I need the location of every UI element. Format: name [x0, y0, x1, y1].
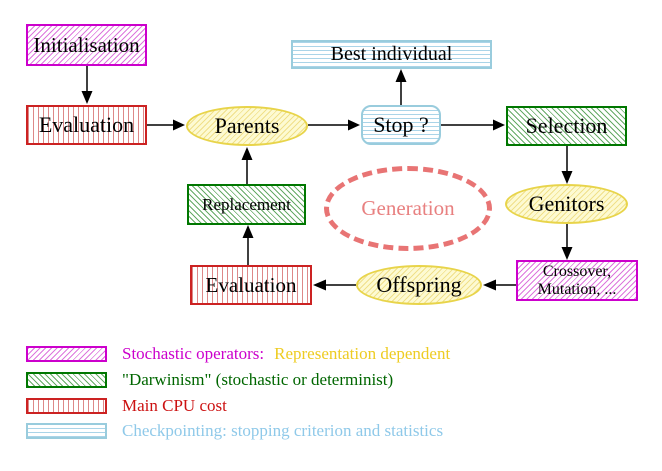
node-evaluation-top: Evaluation: [26, 105, 147, 145]
legend-item-main-cpu-cost: Main CPU cost: [26, 396, 227, 415]
legend-label-darwinism: "Darwinism" (stochastic or determinist): [122, 370, 394, 389]
legend-item-stochastic-operators: Stochastic operators: Representation dep…: [26, 344, 451, 363]
arrowhead-icon: [313, 279, 326, 291]
arrow-evaluation-to-parents: [147, 119, 185, 131]
node-initialisation: Initialisation: [26, 24, 147, 66]
arrow-genitors-to-crossover: [561, 224, 573, 260]
arrow-stop-to-selection: [441, 119, 505, 131]
arrowhead-icon: [561, 247, 573, 260]
legend-label-stochastic-operators: Stochastic operators:: [122, 344, 265, 363]
node-evaluation-bottom-label: Evaluation: [205, 272, 297, 297]
arrow-replacement-to-parents: [241, 147, 253, 184]
legend-label-checkpointing: Checkpointing: stopping criterion and st…: [122, 421, 444, 440]
arrowhead-icon: [493, 119, 505, 131]
node-parents: Parents: [186, 106, 308, 146]
node-genitors: Genitors: [505, 184, 628, 224]
node-offspring-label: Offspring: [376, 272, 462, 297]
arrow-offspring-to-evaluation: [313, 279, 356, 291]
node-initialisation-label: Initialisation: [33, 32, 140, 57]
arrow-selection-to-genitors: [561, 146, 573, 184]
legend-item-checkpointing: Checkpointing: stopping criterion and st…: [26, 421, 444, 440]
generation-label: Generation: [361, 196, 455, 220]
arrowhead-icon: [561, 171, 573, 184]
arrowhead-icon: [242, 225, 254, 238]
node-replacement-label: Replacement: [202, 194, 291, 214]
node-evaluation-top-label: Evaluation: [38, 112, 135, 137]
node-stop-label: Stop ?: [373, 112, 429, 137]
legend-item-darwinism: "Darwinism" (stochastic or determinist): [26, 370, 394, 389]
arrow-evaluation-to-replacement: [242, 225, 254, 265]
node-crossover-label-line1: Crossover,: [542, 262, 612, 280]
node-best-individual-label: Best individual: [330, 43, 453, 65]
arrow-parents-to-stop: [308, 119, 360, 131]
arrowhead-icon: [241, 147, 253, 160]
node-crossover-label-line2: Mutation, ...: [537, 280, 617, 298]
arrowhead-icon: [348, 119, 360, 131]
arrowhead-icon: [483, 279, 496, 291]
legend-swatch-green-hatch: [26, 372, 107, 388]
arrow-crossover-to-offspring: [483, 279, 516, 291]
legend-label-representation-dependent: Representation dependent: [274, 344, 451, 363]
node-genitors-label: Genitors: [528, 191, 605, 216]
node-offspring: Offspring: [356, 265, 482, 305]
node-evaluation-bottom: Evaluation: [190, 265, 312, 305]
node-selection: Selection: [506, 106, 627, 146]
node-replacement: Replacement: [187, 184, 306, 225]
arrowhead-icon: [81, 91, 93, 104]
arrow-stop-to-best-individual: [395, 69, 407, 105]
legend-label-main-cpu-cost: Main CPU cost: [122, 396, 227, 415]
legend-swatch-magenta-hatch: [26, 346, 107, 362]
node-stop: Stop ?: [361, 105, 441, 145]
arrowhead-icon: [173, 119, 185, 131]
node-crossover-mutation: Crossover, Mutation, ...: [516, 260, 638, 301]
node-parents-label: Parents: [214, 113, 280, 138]
node-best-individual: Best individual: [291, 40, 492, 69]
arrowhead-icon: [395, 69, 407, 82]
legend-swatch-cyan-stripes: [26, 423, 107, 439]
node-selection-label: Selection: [525, 113, 608, 138]
legend-swatch-red-stripes: [26, 398, 107, 414]
generation-cycle-ellipse: Generation: [324, 166, 492, 251]
arrow-initialisation-to-evaluation: [81, 66, 93, 104]
